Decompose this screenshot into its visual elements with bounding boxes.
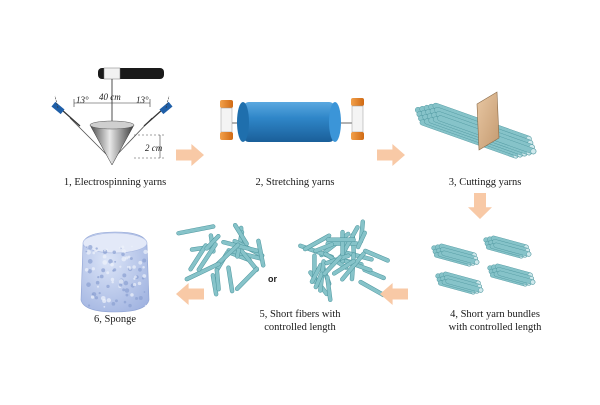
- collector-band: [104, 68, 120, 79]
- step-5-label: 5, Short fibers with controlled length: [240, 308, 360, 334]
- arrow-step1-to-2: [176, 144, 204, 166]
- short-fibers-cluster-left: [179, 225, 264, 294]
- yarn-cutting: [418, 92, 536, 158]
- step-3-label: 3, Cuttingg yarns: [425, 176, 545, 189]
- long-yarn-bundle: [418, 106, 536, 158]
- step-4-label: 4, Short yarn bundles with controlled le…: [425, 308, 565, 334]
- angle-left-label: 13°: [76, 95, 89, 105]
- step-5-label-line-2: controlled length: [240, 321, 360, 334]
- short-bundle-1: [434, 246, 479, 266]
- step-6-label: 6, Sponge: [75, 313, 155, 326]
- stretching-rollers: [220, 98, 364, 142]
- short-yarn-bundles: [434, 238, 535, 294]
- step-4-label-line-1: 4, Short yarn bundles: [425, 308, 565, 321]
- short-bundle-3: [438, 274, 483, 294]
- or-label: or: [268, 274, 277, 284]
- step-5-label-line-1: 5, Short fibers with: [240, 308, 360, 321]
- electrospinning-setup: 40 cm 13° 13° 2 cm: [51, 68, 172, 165]
- arrow-step2-to-3: [377, 144, 405, 166]
- arrow-step5-to-6: [176, 283, 204, 305]
- short-bundle-2: [486, 238, 531, 258]
- step-1-label: 1, Electrospinning yarns: [40, 176, 190, 189]
- arrow-step4-to-5: [380, 283, 408, 305]
- arrow-step3-to-4: [468, 193, 492, 219]
- short-fibers-cluster-right: [300, 222, 387, 300]
- roller-cylinder: [243, 102, 335, 142]
- sponge-cylinder: [81, 232, 149, 312]
- height-label: 2 cm: [145, 143, 163, 153]
- step-4-label-line-2: with controlled length: [425, 321, 565, 334]
- distance-label: 40 cm: [99, 92, 121, 102]
- angle-right-label: 13°: [136, 95, 149, 105]
- step-2-label: 2, Stretching yarns: [225, 176, 365, 189]
- short-bundle-4: [490, 266, 535, 286]
